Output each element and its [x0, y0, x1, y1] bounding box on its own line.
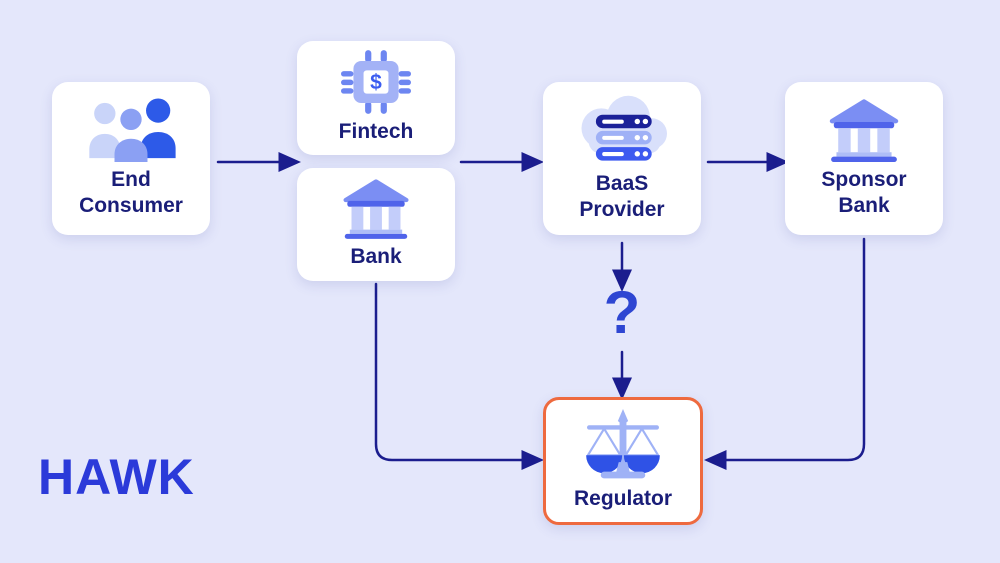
node-label-end-consumer: End Consumer — [79, 167, 183, 217]
question-mark: ? — [603, 279, 641, 346]
node-label-regulator: Regulator — [573, 487, 672, 511]
people-group-icon — [89, 98, 176, 162]
connector-bank-to-regulator — [374, 282, 544, 470]
scales-icon — [586, 409, 660, 479]
node-fintech: $ Fintech — [297, 41, 455, 155]
node-baas-provider: BaaS Provider — [543, 82, 701, 235]
node-label-bank: Bank — [350, 245, 402, 269]
node-bank: Bank — [297, 168, 455, 281]
connector-sponsorbank-to-regulator — [704, 237, 866, 470]
node-label-baas-provider: BaaS Provider — [579, 171, 665, 221]
cloud-servers-icon — [581, 95, 667, 161]
bank-building-icon — [829, 99, 899, 162]
node-end-consumer: End Consumer — [52, 82, 210, 235]
node-sponsor-bank: Sponsor Bank — [785, 82, 943, 235]
node-label-sponsor-bank: Sponsor Bank — [821, 167, 907, 217]
dollar-glyph: $ — [370, 71, 382, 94]
node-label-fintech: Fintech — [338, 120, 414, 144]
node-regulator: Regulator — [543, 397, 703, 525]
bank-building-icon — [343, 179, 409, 240]
chip-dollar-icon: $ — [341, 50, 411, 115]
hawk-logo: HAWK — [38, 449, 195, 505]
